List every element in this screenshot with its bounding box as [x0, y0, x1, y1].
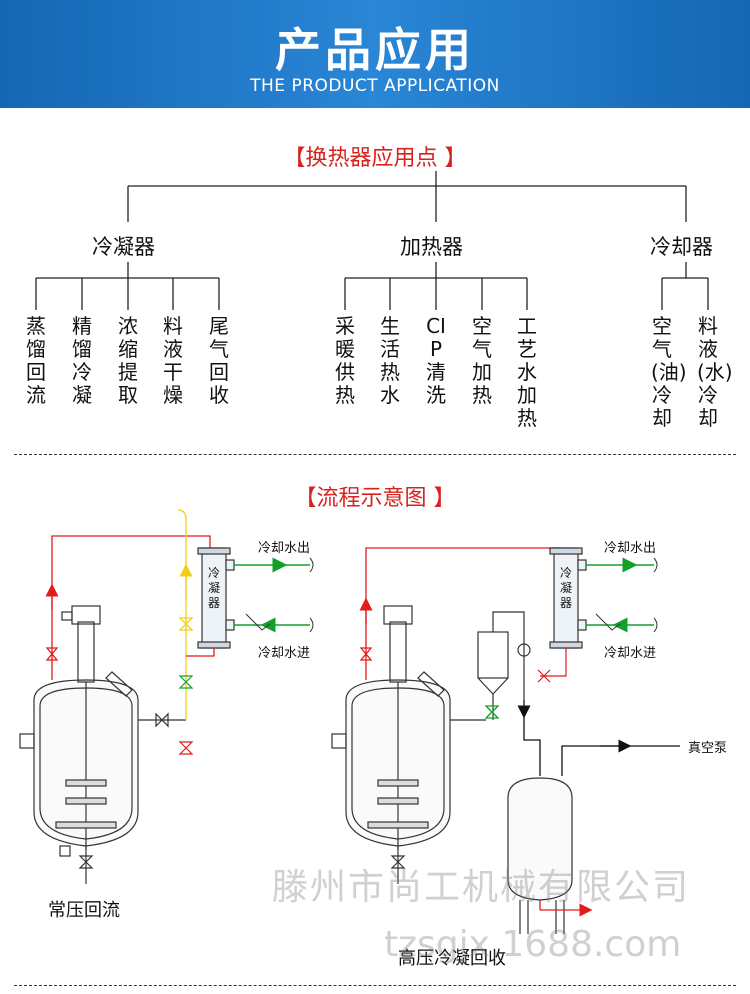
- right-vapor-line: [359, 547, 562, 680]
- bottom-divider: [14, 985, 736, 986]
- right-condenser-label: 冷凝器: [559, 566, 572, 610]
- page-title: 产品应用: [275, 23, 475, 77]
- left-vapor-line: [45, 535, 211, 680]
- item-distillation-reflux: 蒸馏回流: [26, 314, 46, 407]
- section-divider: [14, 454, 736, 455]
- right-diagram-caption: 高压冷凝回收: [398, 948, 506, 969]
- category-cooler: 冷却器: [650, 235, 713, 259]
- left-condenser-label: 冷凝器: [207, 566, 220, 610]
- watermark-company: 滕州市尚工机械有限公司: [272, 867, 691, 908]
- right-water-in-label: 冷却水进: [604, 646, 657, 661]
- left-reflux-line: [177, 509, 194, 720]
- page-subtitle: THE PRODUCT APPLICATION: [250, 76, 500, 96]
- right-condenser: [549, 547, 587, 649]
- category-heater: 加热器: [400, 235, 463, 259]
- item-concentration-extraction: 浓缩提取: [118, 314, 138, 407]
- left-water-out-label: 冷却水出: [258, 541, 311, 556]
- header-banner: 产品应用 THE PRODUCT APPLICATION: [0, 0, 750, 108]
- left-reactor: [19, 605, 186, 884]
- item-process-water-heating: 工艺水加热: [517, 314, 537, 430]
- left-condenser: [197, 547, 235, 649]
- item-heating-supply: 采暖供热: [335, 314, 355, 407]
- left-water-in-label: 冷却水进: [258, 646, 311, 661]
- right-reactor: [331, 605, 486, 884]
- watermark-site: tzsgjx.1688.com: [384, 924, 682, 965]
- right-water-out-label: 冷却水出: [604, 541, 657, 556]
- item-liquid-drying: 料液干燥: [163, 314, 183, 407]
- item-domestic-hot-water: 生活热水: [380, 314, 400, 407]
- item-rectification-condensing: 精馏冷凝: [72, 314, 92, 407]
- left-diagram-caption: 常压回流: [48, 900, 120, 921]
- right-separator: [477, 611, 567, 720]
- category-condenser: 冷凝器: [92, 235, 155, 259]
- vacuum-pump-label: 真空泵: [688, 741, 728, 756]
- receiving-tank: [507, 777, 573, 934]
- item-cip-cleaning: CIP清洗: [426, 314, 446, 407]
- flow-diagram-title: 【流程示意图 】: [294, 486, 456, 511]
- item-tail-gas-recovery: 尾气回收: [209, 314, 229, 407]
- item-air-heating: 空气加热: [472, 314, 492, 407]
- application-points-title: 【换热器应用点 】: [283, 146, 467, 171]
